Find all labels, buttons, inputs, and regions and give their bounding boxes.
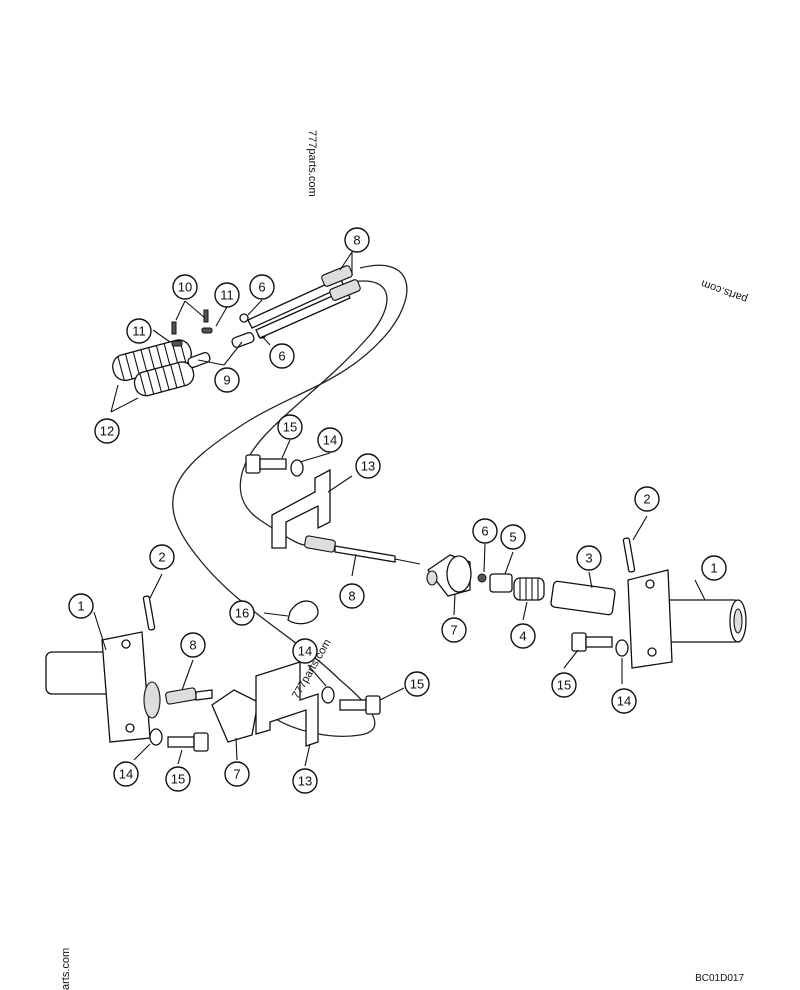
washer-14-right — [615, 639, 629, 657]
svg-text:11: 11 — [220, 288, 234, 303]
spring-assembly — [112, 339, 195, 397]
svg-text:3: 3 — [585, 551, 592, 566]
callout-14-right: 14 — [611, 688, 637, 714]
svg-text:7: 7 — [450, 623, 457, 638]
cable-8-mid — [304, 535, 421, 565]
callout-7-bottom: 7 — [224, 761, 250, 787]
shaft-1-right — [627, 569, 747, 669]
callout-13-bottom: 13 — [292, 768, 318, 794]
callout-7-mid: 7 — [441, 617, 467, 643]
bolt-15-bottom — [167, 732, 209, 752]
callout-15-bottom: 15 — [165, 766, 191, 792]
svg-text:14: 14 — [298, 644, 312, 659]
svg-text:14: 14 — [323, 433, 337, 448]
watermark-bottom: arts.com — [60, 947, 72, 990]
svg-text:6: 6 — [481, 524, 488, 539]
callout-14-bottom: 14 — [113, 761, 139, 787]
nut-6-right — [477, 573, 487, 583]
pin-2-right — [622, 537, 636, 573]
cable-ends-top — [247, 265, 361, 339]
svg-text:15: 15 — [283, 420, 297, 435]
svg-text:10: 10 — [178, 280, 192, 295]
callout-16: 16 — [229, 600, 255, 626]
callout-11-left: 11 — [126, 318, 152, 344]
svg-text:5: 5 — [509, 530, 516, 545]
bolt-15-mid — [339, 695, 381, 715]
svg-text:7: 7 — [233, 767, 240, 782]
callout-14-top: 14 — [317, 427, 343, 453]
shaft-1-left — [45, 631, 161, 743]
callout-6-mid: 6 — [269, 343, 295, 369]
callout-5: 5 — [500, 524, 526, 550]
callout-6-right: 6 — [472, 518, 498, 544]
bushing-5 — [489, 573, 513, 593]
callout-8-mid: 8 — [339, 583, 365, 609]
svg-text:1: 1 — [710, 561, 717, 576]
svg-text:14: 14 — [617, 694, 631, 709]
callout-15-top: 15 — [277, 414, 303, 440]
svg-text:2: 2 — [643, 492, 650, 507]
svg-text:6: 6 — [258, 280, 265, 295]
washer-14-bottom — [149, 728, 163, 746]
callout-2-right: 2 — [634, 486, 660, 512]
bracket-13-top — [271, 468, 331, 549]
control-cable — [172, 264, 408, 737]
cup-7-right — [426, 554, 472, 597]
callout-15-right: 15 — [551, 672, 577, 698]
callout-11-right: 11 — [214, 282, 240, 308]
washer-14-mid — [321, 686, 335, 704]
washer-14-top — [290, 459, 304, 477]
callout-2-left: 2 — [149, 544, 175, 570]
clip-16 — [287, 600, 319, 625]
pin-2-left — [142, 595, 156, 631]
svg-text:15: 15 — [171, 772, 185, 787]
callout-6-top: 6 — [249, 274, 275, 300]
spring-4 — [513, 577, 545, 601]
cable-end-8-left — [165, 687, 213, 705]
svg-text:4: 4 — [519, 629, 526, 644]
svg-text:16: 16 — [235, 606, 249, 621]
svg-text:13: 13 — [361, 459, 375, 474]
callout-15-mid: 15 — [404, 671, 430, 697]
callout-14-mid: 14 — [292, 638, 318, 664]
bolt-15-top — [245, 454, 287, 474]
svg-text:9: 9 — [223, 373, 230, 388]
svg-text:13: 13 — [298, 774, 312, 789]
tube-3 — [550, 580, 616, 616]
svg-text:12: 12 — [100, 424, 114, 439]
svg-text:15: 15 — [410, 677, 424, 692]
leader-lines — [93, 251, 706, 767]
callout-9: 9 — [214, 367, 240, 393]
svg-text:8: 8 — [189, 638, 196, 653]
callout-3: 3 — [576, 545, 602, 571]
svg-text:14: 14 — [119, 767, 133, 782]
callout-10: 10 — [172, 274, 198, 300]
svg-text:15: 15 — [557, 678, 571, 693]
callout-12: 12 — [94, 418, 120, 444]
control-cable-inner — [239, 280, 388, 546]
svg-text:6: 6 — [278, 349, 285, 364]
bracket-13-bottom — [255, 661, 319, 747]
svg-text:2: 2 — [158, 550, 165, 565]
callout-8-top: 8 — [344, 227, 370, 253]
figure-code: BC01D017 — [695, 973, 744, 984]
callout-13-top: 13 — [355, 453, 381, 479]
callout-8-left: 8 — [180, 632, 206, 658]
callout-1-left: 1 — [68, 593, 94, 619]
svg-text:11: 11 — [132, 324, 146, 339]
bolt-15-right — [571, 632, 613, 652]
svg-text:1: 1 — [77, 599, 84, 614]
watermark-top: 777parts.com — [306, 130, 318, 197]
svg-text:8: 8 — [348, 589, 355, 604]
callout-4: 4 — [510, 623, 536, 649]
callout-1-right: 1 — [701, 555, 727, 581]
svg-text:8: 8 — [353, 233, 360, 248]
